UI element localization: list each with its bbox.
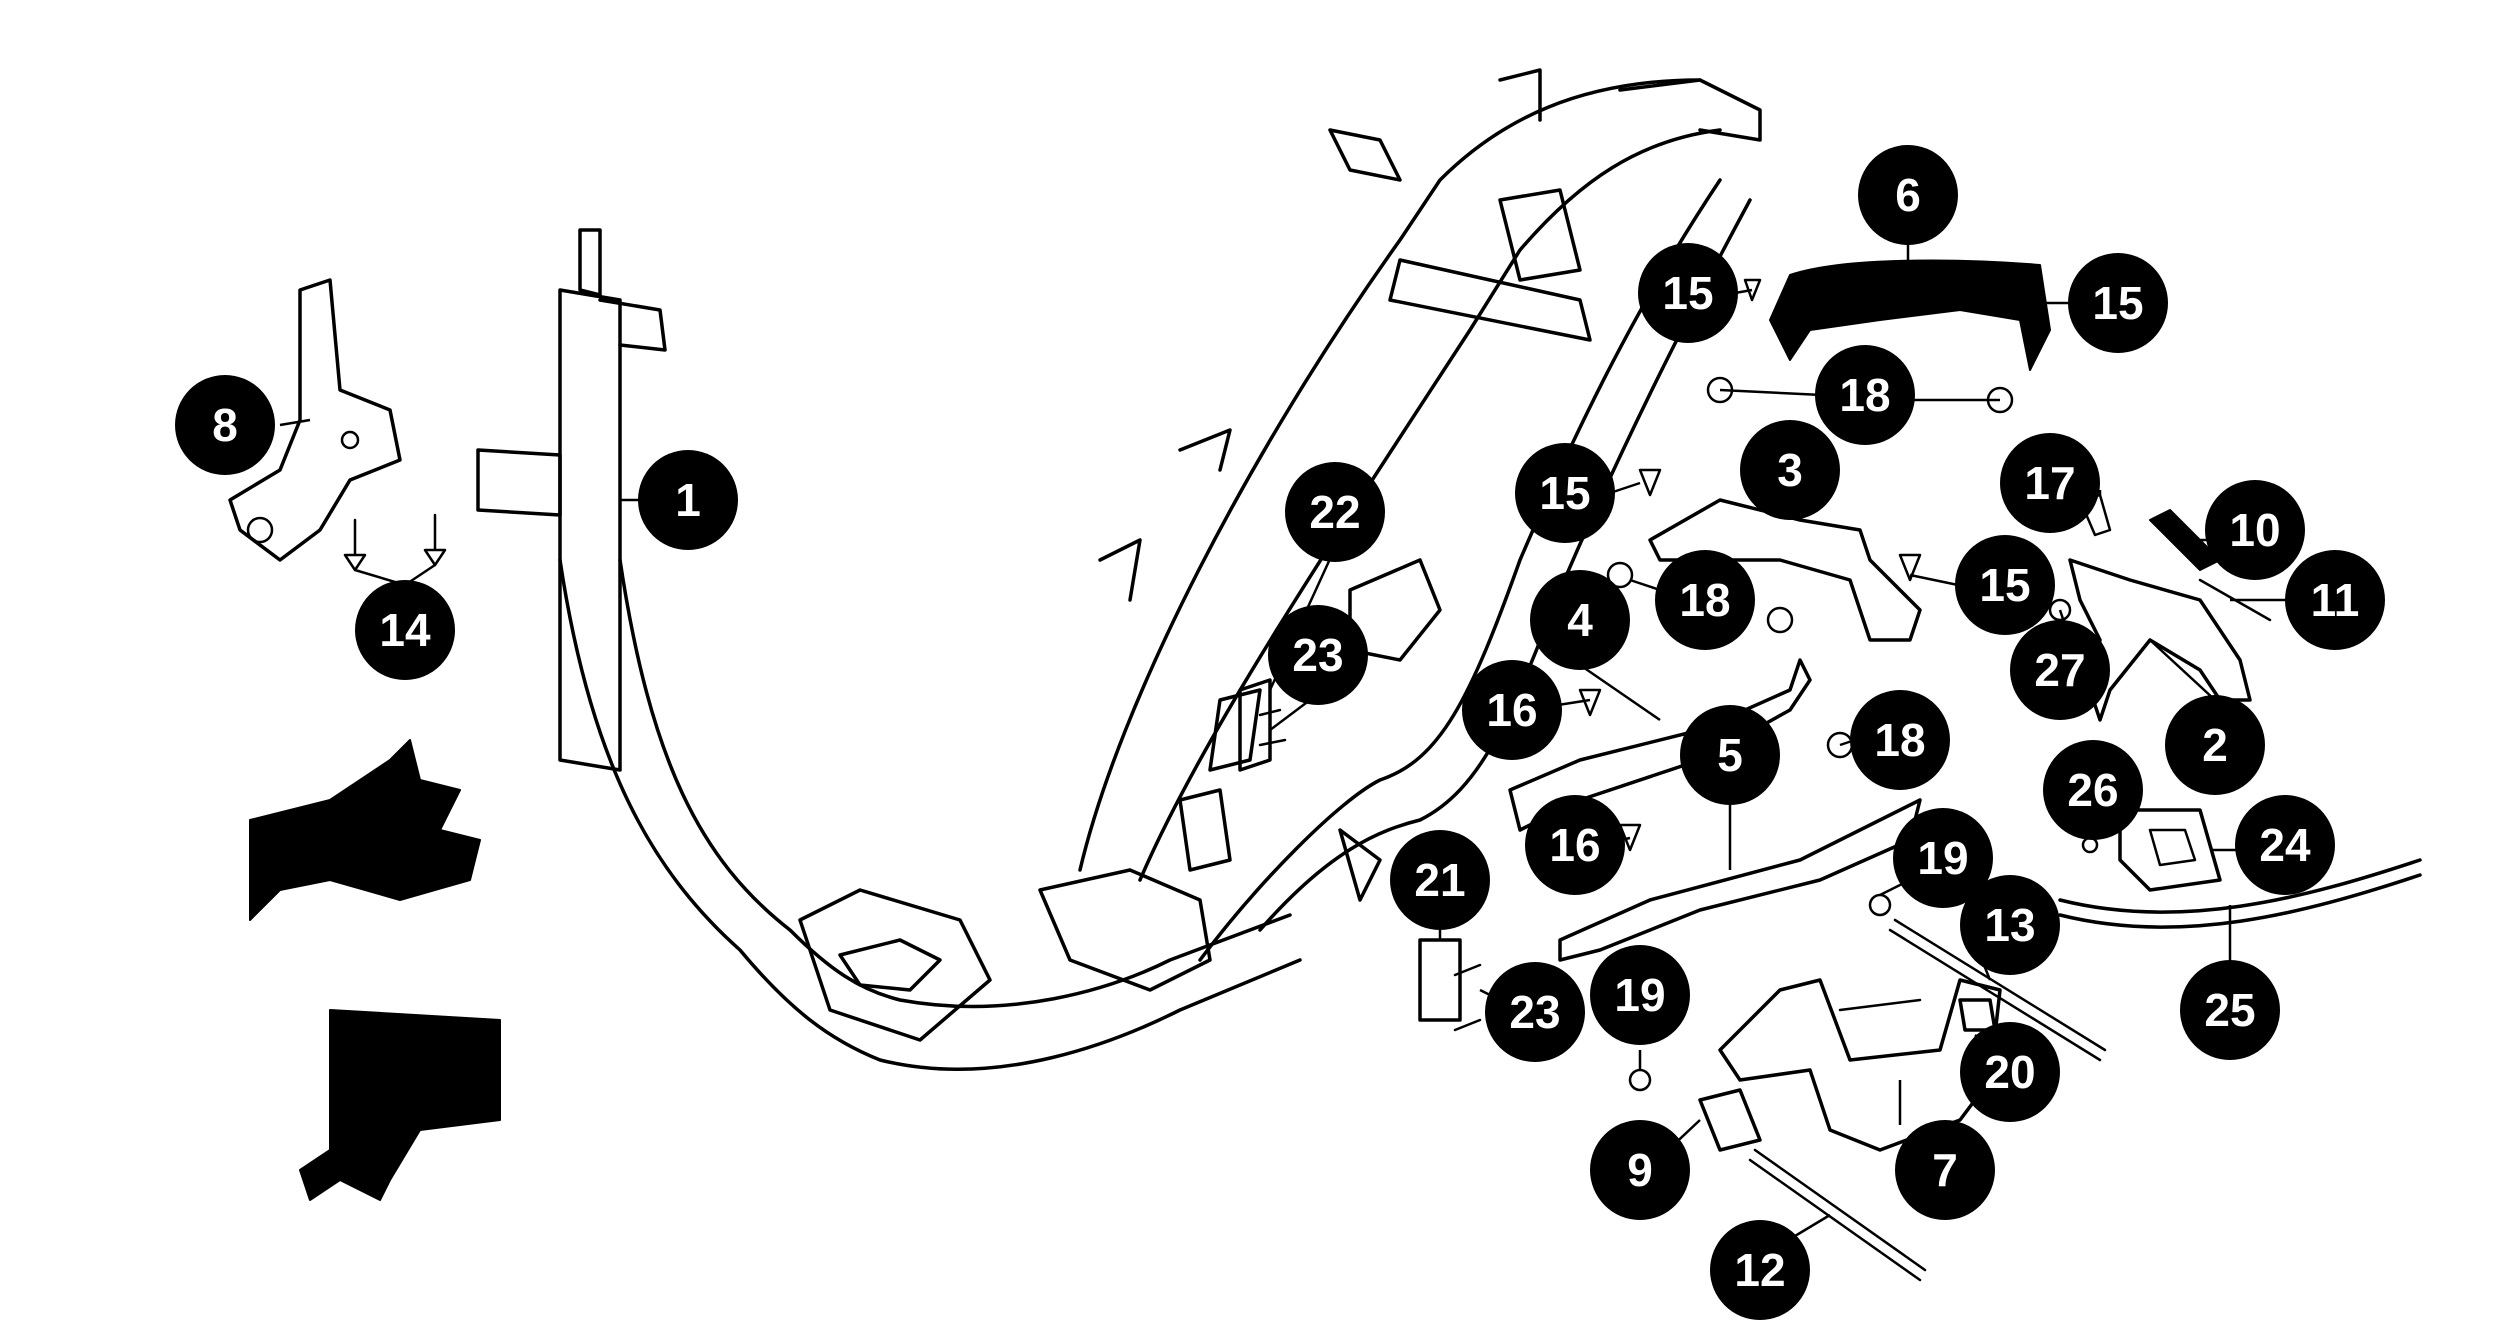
callout-19-a: 19 <box>1893 808 1993 908</box>
callout-23-a: 23 <box>1268 605 1368 705</box>
callout-2: 2 <box>2165 695 2265 795</box>
svg-text:20: 20 <box>1984 1046 2035 1098</box>
svg-text:18: 18 <box>1874 714 1925 766</box>
callout-17: 17 <box>2000 433 2100 533</box>
svg-text:15: 15 <box>1979 559 2030 611</box>
svg-text:26: 26 <box>2067 764 2118 816</box>
callout-1: 1 <box>638 450 738 550</box>
callout-23-b: 23 <box>1485 962 1585 1062</box>
svg-text:25: 25 <box>2204 984 2255 1036</box>
part-14-bolts <box>343 513 447 572</box>
callout-15-d: 15 <box>1955 535 2055 635</box>
part-21-plate <box>1418 938 1462 1022</box>
callout-11: 11 <box>2285 550 2385 650</box>
part-25-bar <box>2058 858 2422 929</box>
callout-26: 26 <box>2043 740 2143 840</box>
callout-27: 27 <box>2010 620 2110 720</box>
svg-text:22: 22 <box>1309 486 1360 538</box>
svg-text:11: 11 <box>2311 574 2360 626</box>
callout-21: 21 <box>1390 830 1490 930</box>
callout-8: 8 <box>175 375 275 475</box>
svg-text:7: 7 <box>1932 1144 1958 1196</box>
callout-18-b: 18 <box>1655 550 1755 650</box>
callout-15-a: 15 <box>1638 243 1738 343</box>
callout-10: 10 <box>2205 480 2305 580</box>
callout-20: 20 <box>1960 1022 2060 1122</box>
svg-text:19: 19 <box>1917 832 1968 884</box>
callout-18-a: 18 <box>1815 345 1915 445</box>
callout-22: 22 <box>1285 462 1385 562</box>
svg-text:15: 15 <box>1662 267 1713 319</box>
callout-15-c: 15 <box>1515 443 1615 543</box>
svg-text:5: 5 <box>1717 729 1743 781</box>
part-8-bracket <box>228 278 402 562</box>
part-13-shaft <box>1888 918 2107 1062</box>
callout-14: 14 <box>355 580 455 680</box>
callout-5: 5 <box>1680 705 1780 805</box>
svg-text:23: 23 <box>1292 629 1343 681</box>
main-frame <box>476 68 1762 1071</box>
svg-text:18: 18 <box>1679 574 1730 626</box>
svg-text:18: 18 <box>1839 369 1890 421</box>
svg-text:8: 8 <box>212 399 238 451</box>
callout-18-c: 18 <box>1850 690 1950 790</box>
svg-text:1: 1 <box>675 474 701 526</box>
part-22-plate <box>1238 678 1272 772</box>
svg-text:15: 15 <box>1539 467 1590 519</box>
svg-text:13: 13 <box>1984 899 2035 951</box>
callout-3: 3 <box>1740 420 1840 520</box>
svg-text:10: 10 <box>2229 504 2280 556</box>
svg-text:16: 16 <box>1486 684 1537 736</box>
callout-7: 7 <box>1895 1120 1995 1220</box>
svg-text:2: 2 <box>2202 719 2228 771</box>
callout-15-b: 15 <box>2068 253 2168 353</box>
fastener-group <box>1258 278 2112 1092</box>
svg-text:24: 24 <box>2259 819 2311 871</box>
left-silhouette-lower <box>299 1009 501 1201</box>
svg-text:19: 19 <box>1614 969 1665 1021</box>
svg-text:23: 23 <box>1509 986 1560 1038</box>
svg-text:12: 12 <box>1734 1244 1785 1296</box>
part-9-bush <box>1698 1088 1762 1152</box>
callout-25: 25 <box>2180 960 2280 1060</box>
part-24-pad <box>2118 808 2222 892</box>
callout-12: 12 <box>1710 1220 1810 1320</box>
part-20-collar <box>1958 998 1997 1032</box>
svg-text:16: 16 <box>1549 819 1600 871</box>
callout-24: 24 <box>2235 795 2335 895</box>
svg-text:9: 9 <box>1627 1144 1653 1196</box>
part-6-cover <box>1769 259 2051 371</box>
svg-text:4: 4 <box>1567 594 1593 646</box>
svg-text:6: 6 <box>1895 169 1921 221</box>
callout-4: 4 <box>1530 570 1630 670</box>
part-12-shaft <box>1748 1148 1927 1282</box>
svg-text:27: 27 <box>2034 644 2085 696</box>
callout-9: 9 <box>1590 1120 1690 1220</box>
left-silhouette-upper <box>249 739 481 921</box>
svg-text:17: 17 <box>2024 457 2075 509</box>
svg-text:3: 3 <box>1777 444 1803 496</box>
callout-13: 13 <box>1960 875 2060 975</box>
callout-19-b: 19 <box>1590 945 1690 1045</box>
callout-16-a: 16 <box>1462 660 1562 760</box>
callout-16-b: 16 <box>1525 795 1625 895</box>
svg-text:21: 21 <box>1414 854 1465 906</box>
svg-text:14: 14 <box>379 604 431 656</box>
callout-6: 6 <box>1858 145 1958 245</box>
svg-text:15: 15 <box>2092 277 2143 329</box>
